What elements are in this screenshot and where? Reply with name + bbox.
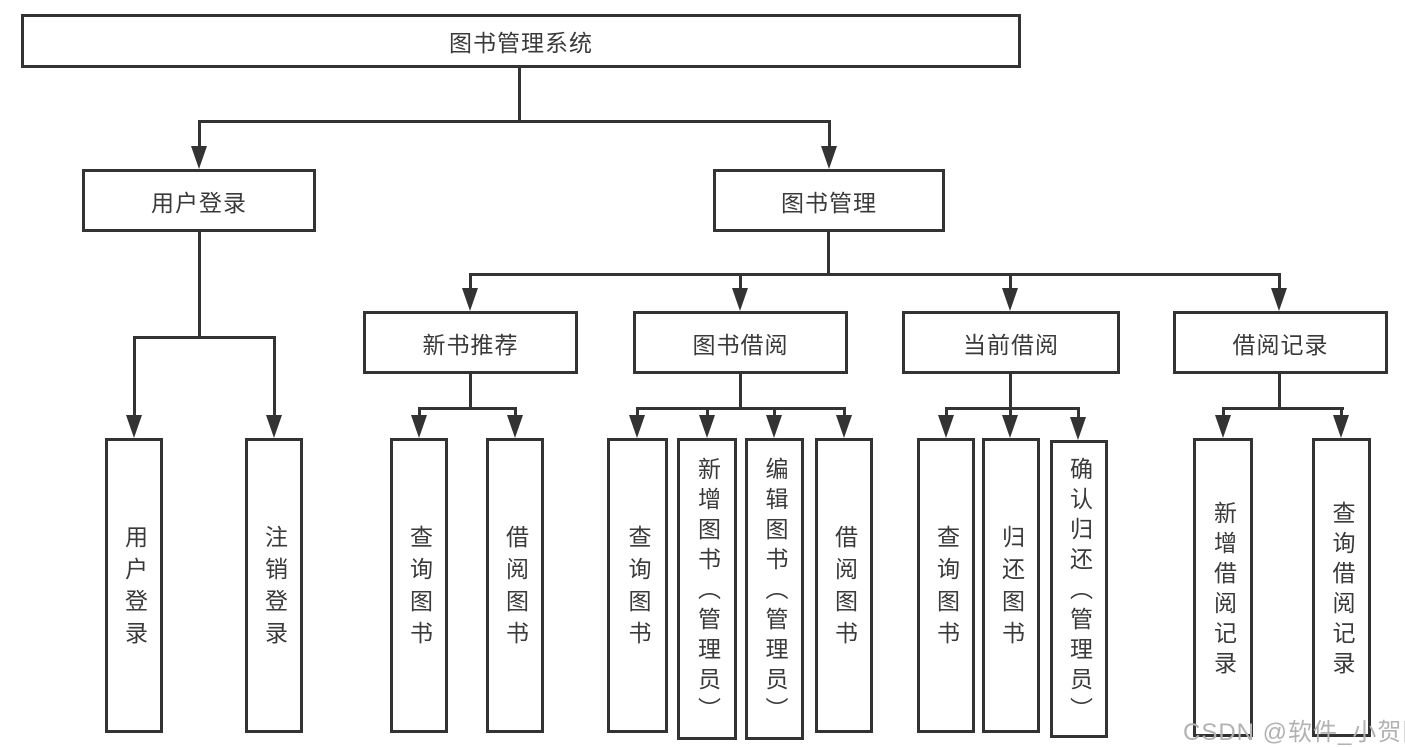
- arrow-to-user-login: [191, 146, 207, 169]
- connector-drop-records: [1278, 273, 1281, 293]
- arrow-to-borrow-recommend: [507, 415, 523, 438]
- connector-recommend-stem: [469, 374, 472, 410]
- node-label: 查询图书: [406, 524, 433, 653]
- connector-records-stem: [1278, 374, 1281, 410]
- connector-records-rail: [1222, 407, 1344, 410]
- connector-drop-add-book: [706, 407, 709, 420]
- connector-drop-return-books: [1009, 407, 1012, 420]
- node-label: 查询借阅记录: [1329, 500, 1355, 681]
- node-book-management: 图书管理: [713, 169, 945, 232]
- connector-drop-edit-book: [773, 407, 776, 420]
- arrow-to-edit-book: [766, 415, 782, 438]
- node-label: 借阅图书: [831, 524, 858, 653]
- csdn-watermark: CSDN @软件_小贺同学: [1183, 719, 1405, 746]
- node-label: 图书管理: [781, 189, 877, 216]
- node-leaf-query-books-current: 查询图书: [917, 438, 975, 733]
- node-borrowing-records: 借阅记录: [1173, 311, 1388, 374]
- node-leaf-borrow-books-borrowing: 借阅图书: [815, 438, 873, 733]
- connector-drop-confirm-return: [1077, 407, 1080, 420]
- node-label: 用户登录: [151, 189, 247, 216]
- arrow-to-borrow-borrowing: [836, 415, 852, 438]
- node-label: 新增借阅记录: [1210, 500, 1237, 681]
- node-leaf-query-books-borrowing: 查询图书: [607, 438, 668, 733]
- arrow-to-recommend: [462, 288, 478, 311]
- node-root-library-system: 图书管理系统: [21, 14, 1021, 68]
- connector-drop-add-record: [1222, 407, 1225, 420]
- node-leaf-add-book-admin: 新增图书（管理员）: [677, 438, 737, 740]
- arrow-to-confirm-return: [1070, 417, 1086, 440]
- arrow-to-book-mgmt: [821, 146, 837, 169]
- node-label: 编辑图书（管理员）: [762, 457, 788, 727]
- arrow-to-records: [1271, 288, 1287, 311]
- connector-drop-borrowing: [739, 273, 742, 293]
- connector-drop-query-current: [945, 407, 948, 420]
- connector-root-stem: [518, 68, 521, 121]
- arrow-to-query-current: [938, 415, 954, 438]
- node-label: 当前借阅: [963, 331, 1059, 358]
- node-leaf-query-borrow-record: 查询借阅记录: [1312, 438, 1371, 737]
- node-label: 归还图书: [998, 524, 1025, 653]
- node-label: 新书推荐: [422, 331, 519, 358]
- connector-drop-query-record: [1340, 407, 1343, 420]
- node-label: 图书管理系统: [449, 30, 593, 56]
- node-leaf-add-borrow-record: 新增借阅记录: [1193, 438, 1253, 737]
- node-book-borrowing: 图书借阅: [633, 311, 848, 374]
- node-leaf-return-books: 归还图书: [982, 438, 1040, 733]
- connector-drop-borrow-recommend: [514, 407, 517, 420]
- connector-drop-query-borrowing: [636, 407, 639, 420]
- node-user-login: 用户登录: [82, 169, 316, 232]
- connector-borrowing-stem: [739, 374, 742, 410]
- node-new-book-recommend: 新书推荐: [363, 311, 578, 374]
- connector-drop-user-login-leaf: [133, 336, 136, 420]
- connector-borrowing-rail: [636, 407, 845, 410]
- node-label: 图书借阅: [692, 331, 789, 358]
- connector-current-stem: [1009, 374, 1012, 410]
- arrow-to-user-login-leaf: [126, 415, 142, 438]
- arrow-to-add-book: [699, 415, 715, 438]
- node-label: 查询图书: [625, 524, 651, 653]
- arrow-to-query-record: [1333, 415, 1349, 438]
- node-label: 查询图书: [933, 524, 960, 653]
- node-leaf-user-login: 用户登录: [105, 438, 163, 733]
- node-label: 用户登录: [121, 524, 148, 653]
- arrow-to-return-books: [1002, 415, 1018, 438]
- connector-user-login-stem: [198, 232, 201, 339]
- node-leaf-edit-book-admin: 编辑图书（管理员）: [745, 438, 804, 740]
- node-label: 新增图书（管理员）: [694, 457, 721, 727]
- node-leaf-borrow-books-recommend: 借阅图书: [486, 438, 544, 733]
- connector-book-mgmt-drop: [828, 120, 831, 152]
- node-leaf-query-books-recommend: 查询图书: [390, 438, 448, 733]
- node-current-borrowing: 当前借阅: [902, 311, 1120, 374]
- node-label: 借阅图书: [502, 524, 529, 653]
- arrow-to-query-recommend: [411, 415, 427, 438]
- arrow-to-borrowing: [732, 288, 748, 311]
- connector-user-login-drop: [198, 120, 201, 152]
- node-label: 注销登录: [261, 524, 288, 653]
- node-leaf-confirm-return-admin: 确认归还（管理员）: [1050, 440, 1108, 738]
- connector-drop-recommend: [469, 273, 472, 293]
- connector-book-mgmt-stem: [827, 232, 830, 276]
- node-label: 确认归还（管理员）: [1066, 457, 1093, 727]
- arrow-to-query-borrowing: [629, 415, 645, 438]
- connector-current-rail: [945, 407, 1080, 410]
- arrow-to-logout: [266, 415, 282, 438]
- arrow-to-add-record: [1215, 415, 1231, 438]
- connector-user-login-rail: [133, 336, 276, 339]
- connector-recommend-rail: [418, 407, 517, 410]
- connector-level2-rail: [198, 120, 831, 123]
- arrow-to-current: [1002, 288, 1018, 311]
- node-leaf-logout: 注销登录: [245, 438, 303, 733]
- connector-drop-borrow-borrowing: [843, 407, 846, 420]
- connector-drop-current: [1009, 273, 1012, 293]
- connector-drop-query-recommend: [418, 407, 421, 420]
- node-label: 借阅记录: [1232, 331, 1329, 358]
- connector-drop-logout: [273, 336, 276, 420]
- connector-level3-rail: [469, 273, 1281, 276]
